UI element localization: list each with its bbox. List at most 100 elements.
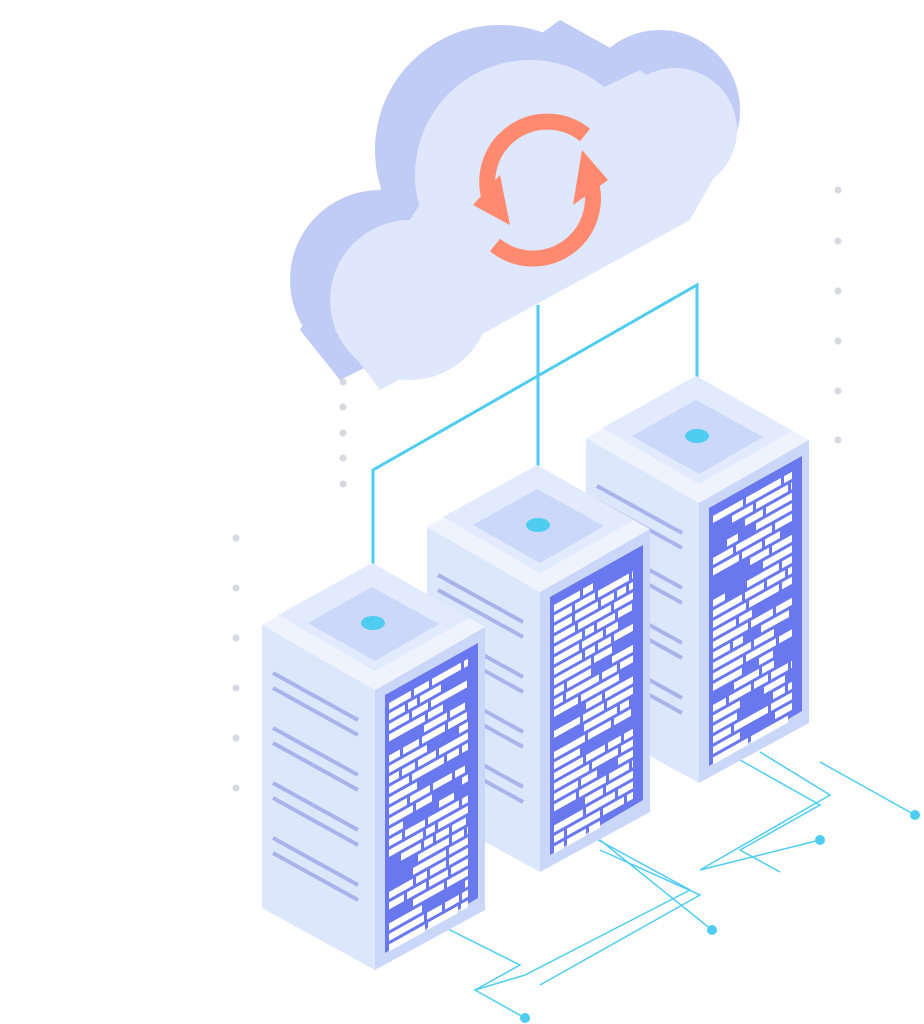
circuit-node (910, 810, 920, 820)
panel-bar (389, 770, 399, 784)
panel-bar (632, 760, 633, 768)
panel-bar (389, 878, 413, 899)
panel-bar (389, 894, 404, 910)
panel-bar (620, 699, 629, 712)
dot (339, 378, 347, 386)
panel-bar (764, 675, 785, 694)
panel-bar (612, 644, 633, 664)
vent-line (272, 781, 359, 832)
panel-bar (464, 658, 468, 668)
panel-bar (389, 797, 407, 815)
panel-bar (756, 484, 788, 510)
panel-bar (791, 660, 792, 669)
server-tower (262, 563, 485, 970)
panel-bar (756, 503, 792, 531)
panel-bar (447, 868, 468, 888)
panel-bar (713, 602, 746, 628)
panel-bar (433, 772, 452, 791)
panel-bar (618, 603, 632, 619)
circuit-node (815, 835, 825, 845)
panel-bar (713, 731, 740, 754)
circuit-line (699, 751, 832, 871)
dot (232, 734, 240, 742)
panel-bar (554, 734, 585, 759)
panel-bar (554, 830, 564, 843)
panel-bar (585, 645, 595, 658)
panel-bar (791, 482, 792, 490)
panel-bar (449, 837, 468, 855)
panel-bar (554, 756, 583, 780)
panel-bar (389, 775, 409, 794)
panel-bar (713, 697, 726, 712)
cable-port (685, 429, 709, 443)
panel-bar (745, 581, 764, 600)
panel-bar (713, 641, 751, 670)
panel-bar (583, 583, 593, 596)
panel-bar (713, 656, 743, 681)
panel-bar (751, 608, 773, 628)
panel-bar (554, 657, 591, 686)
panel-bar (575, 601, 598, 622)
panel-bar (579, 775, 606, 798)
cable-port (361, 616, 385, 630)
panel-bar (775, 513, 792, 531)
dot (232, 784, 240, 792)
panel-bar (594, 646, 612, 664)
panel-bar (782, 555, 792, 569)
panel-bar (462, 742, 468, 754)
dot (339, 454, 347, 462)
panel-bar (713, 546, 733, 565)
circuit-line (439, 924, 522, 991)
panel-bar (581, 769, 597, 786)
dot (834, 186, 842, 194)
panel-bar (452, 817, 466, 833)
panel-bar (749, 584, 779, 608)
panel-bar (606, 621, 618, 636)
panel-bar (389, 821, 403, 836)
panel-bar (451, 858, 468, 875)
panel-bar (389, 714, 425, 742)
panel-bar (586, 693, 602, 710)
panel-bar (554, 747, 580, 770)
panel-bar (554, 696, 578, 717)
panel-bar (621, 739, 633, 753)
panel-bar (389, 749, 400, 763)
server-panel-bars (389, 658, 468, 952)
panel-bar (416, 870, 427, 884)
panel-bar (779, 629, 792, 644)
panel-bar (554, 716, 580, 738)
panel-bar (408, 697, 417, 710)
dot (232, 584, 240, 592)
circuit-line (738, 759, 822, 873)
circuit-line (819, 761, 916, 816)
panel-bar (588, 720, 611, 740)
panel-bar (713, 700, 740, 723)
panel-bar (459, 721, 468, 734)
panel-bar (416, 794, 432, 811)
dot (232, 684, 240, 692)
panel-bar (618, 781, 633, 797)
panel-bar (620, 655, 633, 670)
panel-bar (782, 576, 792, 590)
panel-bar (713, 712, 737, 733)
dot (339, 429, 347, 437)
cloud-icon (290, 20, 740, 390)
panel-bar (427, 904, 442, 920)
panel-bar (624, 728, 633, 741)
panel-bar (736, 524, 772, 553)
panel-bar (413, 882, 444, 907)
panel-bar (614, 708, 631, 726)
panel-bar (403, 738, 419, 755)
decorative-dots (232, 186, 842, 792)
panel-bar (742, 541, 762, 560)
panel-bar (439, 792, 454, 808)
panel-bar (389, 781, 417, 805)
vent-line (272, 851, 359, 902)
panel-bar (554, 809, 583, 833)
panel-bar (750, 547, 769, 566)
panel-bar (761, 609, 789, 633)
panel-bar (447, 747, 459, 762)
vent-line (272, 741, 359, 792)
panel-bar (418, 750, 436, 768)
panel-bar (584, 706, 617, 732)
